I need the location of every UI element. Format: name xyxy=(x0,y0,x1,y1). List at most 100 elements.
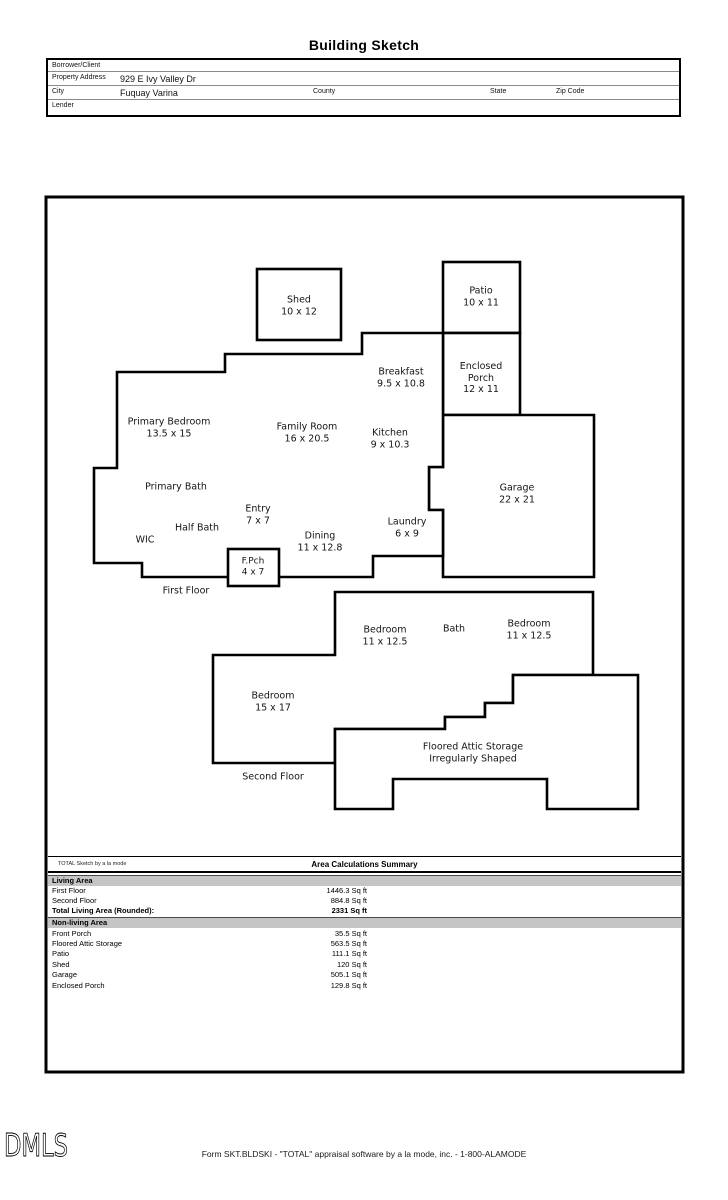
room-dims: 7 x 7 xyxy=(246,515,270,526)
row-label: First Floor xyxy=(52,885,86,895)
property-form: Borrower/Client Property Address 929 E I… xyxy=(46,58,681,117)
dmls-logo: DMLS xyxy=(4,1128,68,1164)
summary-row-shed: Shed 120 Sq ft xyxy=(52,960,367,970)
page-title: Building Sketch xyxy=(308,37,420,53)
property-address-label: Property Address xyxy=(52,74,106,81)
form-divider xyxy=(48,99,679,100)
row-label: Enclosed Porch xyxy=(52,980,105,990)
lender-label: Lender xyxy=(52,102,74,109)
room-label-primary-bath: Primary Bath xyxy=(145,481,207,493)
form-row-lender: Lender xyxy=(48,99,679,115)
room-name: Bedroom xyxy=(507,618,551,630)
row-value: 2331 Sq ft xyxy=(331,906,367,916)
room-name: Entry xyxy=(245,503,271,515)
row-label: Front Porch xyxy=(52,928,92,938)
attic-storage-outline xyxy=(333,673,640,811)
room-dims: 15 x 17 xyxy=(255,702,291,713)
summary-header-divider xyxy=(48,871,681,874)
room-label-patio: Patio 10 x 11 xyxy=(463,286,499,309)
first-floor-label: First Floor xyxy=(162,585,210,597)
row-value: 884.8 Sq ft xyxy=(330,895,367,905)
room-label-entry: Entry 7 x 7 xyxy=(245,504,270,527)
row-label: Total Living Area (Rounded): xyxy=(52,906,155,916)
row-value: 111.1 Sq ft xyxy=(331,949,367,959)
row-label: Floored Attic Storage xyxy=(52,938,123,948)
first-floor-outline xyxy=(92,331,445,579)
room-label-kitchen: Kitchen 9 x 10.3 xyxy=(371,428,410,451)
room-dims: 11 x 12.5 xyxy=(362,636,408,647)
room-dims: 6 x 9 xyxy=(395,528,419,539)
summary-row-enclosed-porch: Enclosed Porch 129.8 Sq ft xyxy=(52,981,367,991)
room-label-dining: Dining 11 x 12.8 xyxy=(298,531,343,554)
room-dims: 11 x 12.5 xyxy=(506,630,552,641)
summary-row-garage: Garage 505.1 Sq ft xyxy=(52,970,367,980)
room-label-half-bath: Half Bath xyxy=(175,522,219,534)
room-name: Patio xyxy=(469,285,493,297)
state-label: State xyxy=(490,88,507,95)
shed-outline xyxy=(255,267,343,342)
city-value: Fuquay Varina xyxy=(120,88,178,98)
room-name: Bath xyxy=(442,623,466,635)
form-row-address: Property Address 929 E Ivy Valley Dr xyxy=(48,71,679,85)
room-dims: 10 x 12 xyxy=(281,306,317,317)
row-value: 1446.3 Sq ft xyxy=(326,885,367,895)
borrower-label: Borrower/Client xyxy=(52,62,101,69)
room-name: Primary Bedroom xyxy=(127,416,211,428)
room-name: Laundry xyxy=(387,516,427,528)
city-label: City xyxy=(52,88,65,95)
nonliving-area-header: Non-living Area xyxy=(48,917,681,928)
front-porch-outline xyxy=(226,547,281,588)
room-label-wic: WIC xyxy=(136,534,155,546)
room-name: Bedroom xyxy=(363,624,407,636)
row-value: 563.5 Sq ft xyxy=(330,938,367,948)
room-dims: 11 x 12.8 xyxy=(297,542,343,553)
property-address-value: 929 E Ivy Valley Dr xyxy=(120,74,196,84)
second-floor-label: Second Floor xyxy=(242,771,304,783)
room-label-bedroom-1: Bedroom 11 x 12.5 xyxy=(363,625,408,648)
room-name: Kitchen xyxy=(372,427,408,439)
room-name: Primary Bath xyxy=(145,481,207,493)
room-name: Bedroom xyxy=(251,690,295,702)
room-name: Breakfast xyxy=(378,366,424,378)
room-label-laundry: Laundry 6 x 9 xyxy=(388,517,427,540)
row-value: 505.1 Sq ft xyxy=(330,970,367,980)
room-dims: 4 x 7 xyxy=(241,567,265,577)
room-name: Dining xyxy=(304,530,336,542)
form-row-city: City Fuquay Varina County State Zip Code xyxy=(48,85,679,99)
room-label-enclosed-porch: Enclosed Porch 12 x 11 xyxy=(446,361,516,396)
room-dims: Irregularly Shaped xyxy=(429,753,517,764)
room-label-primary-bedroom: Primary Bedroom 13.5 x 15 xyxy=(128,417,211,440)
summary-title: Area Calculations Summary xyxy=(311,860,418,869)
room-name: F.Pch xyxy=(241,556,265,567)
room-label-shed: Shed 10 x 12 xyxy=(281,295,317,318)
row-label: Shed xyxy=(52,959,70,969)
row-label: Garage xyxy=(52,970,78,980)
summary-row-front-porch: Front Porch 35.5 Sq ft xyxy=(52,929,367,939)
room-name: WIC xyxy=(135,534,155,546)
room-label-family-room: Family Room 16 x 20.5 xyxy=(277,422,338,445)
sketch-border xyxy=(44,195,685,1074)
zip-code-label: Zip Code xyxy=(556,88,585,95)
room-label-garage: Garage 22 x 21 xyxy=(499,483,535,506)
summary-row-attic-storage: Floored Attic Storage 563.5 Sq ft xyxy=(52,939,367,949)
room-dims: 12 x 11 xyxy=(463,383,499,395)
room-dims: 9.5 x 10.8 xyxy=(377,378,425,389)
form-divider xyxy=(48,71,679,72)
room-dims: 16 x 20.5 xyxy=(284,433,330,444)
row-value: 129.8 Sq ft xyxy=(330,980,367,990)
summary-row-total-living: Total Living Area (Rounded): 2331 Sq ft xyxy=(52,906,367,916)
room-name: Shed xyxy=(287,294,311,306)
summary-row-second-floor: Second Floor 884.8 Sq ft xyxy=(52,896,367,906)
row-value: 120 Sq ft xyxy=(336,959,367,969)
room-dims: 13.5 x 15 xyxy=(146,428,192,439)
room-label-bath: Bath xyxy=(443,623,465,635)
room-dims: 10 x 11 xyxy=(463,297,499,308)
room-label-attic-storage: Floored Attic Storage Irregularly Shaped xyxy=(423,742,523,765)
row-label: Second Floor xyxy=(52,895,97,905)
form-divider xyxy=(48,85,679,86)
room-dims: 9 x 10.3 xyxy=(370,439,410,450)
room-label-front-porch: F.Pch 4 x 7 xyxy=(242,557,265,578)
total-sketch-brand: TOTAL Sketch by a la mode xyxy=(58,861,127,867)
form-row-borrower: Borrower/Client xyxy=(48,60,679,71)
